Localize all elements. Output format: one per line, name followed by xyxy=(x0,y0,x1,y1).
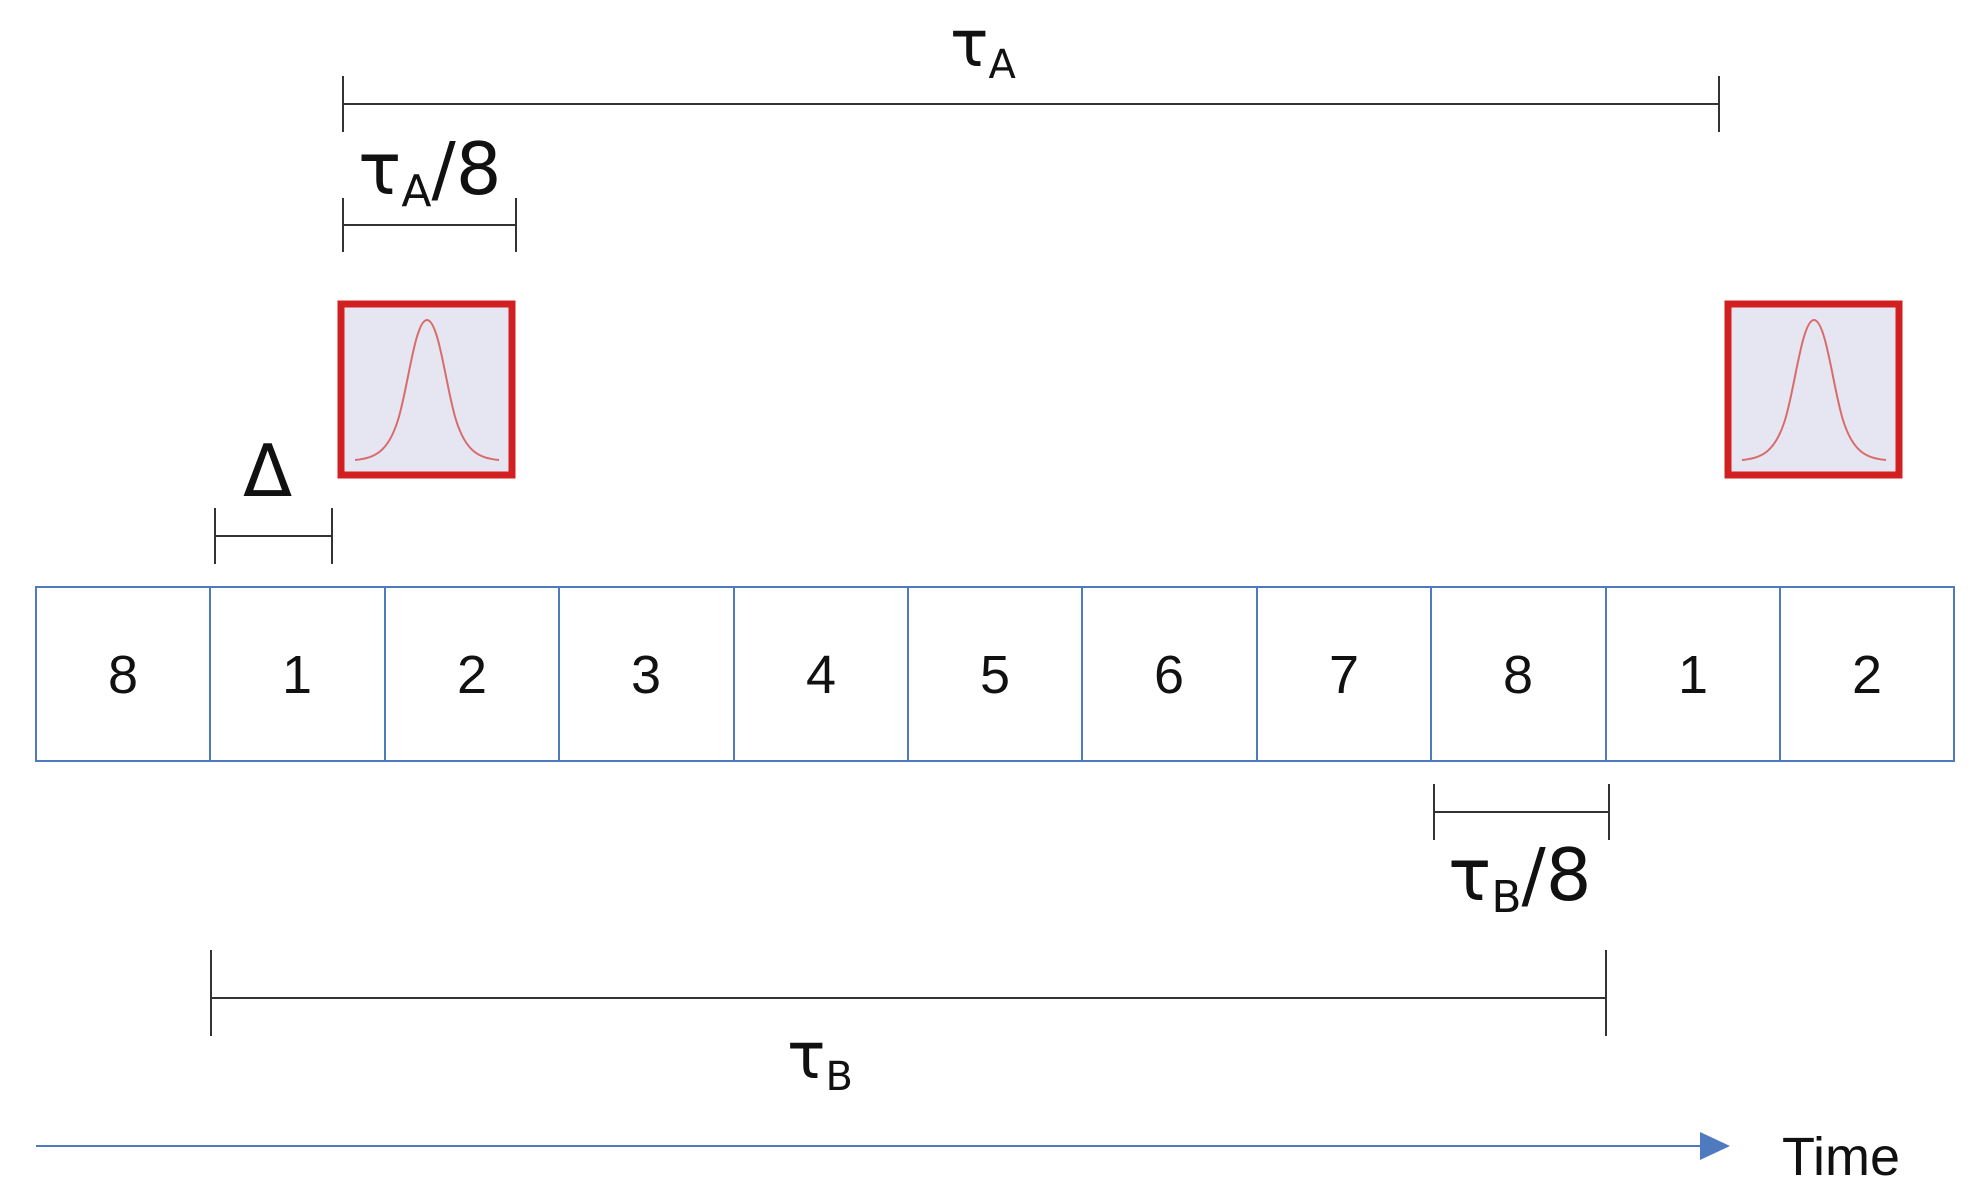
tau-a-div-label: τA/8 xyxy=(358,127,502,217)
slot-label: 2 xyxy=(1852,645,1882,705)
slot-label: 2 xyxy=(457,645,487,705)
slot-label: 8 xyxy=(1503,645,1533,705)
gaussian-pulse-icon xyxy=(354,318,500,461)
time-label: Time xyxy=(1782,1127,1900,1187)
tau-a-bracket xyxy=(342,76,1720,132)
slot-label: 6 xyxy=(1154,645,1184,705)
tau-a-label: τA xyxy=(950,8,1017,88)
slot-label: 5 xyxy=(980,645,1010,705)
slot-label: 1 xyxy=(1678,645,1708,705)
slot-row: 8 1 2 3 4 5 6 7 8 1 2 xyxy=(35,586,1955,762)
arrow-head-icon xyxy=(1700,1132,1730,1160)
slot-label: 3 xyxy=(631,645,661,705)
tau-b-div-bracket xyxy=(1433,784,1610,840)
tau-b-label: τB xyxy=(787,1020,853,1100)
delta-bracket xyxy=(214,508,333,564)
delta-label: Δ xyxy=(243,429,292,513)
slot-label: 1 xyxy=(282,645,312,705)
pulse-box-1 xyxy=(337,300,516,479)
slot-label: 8 xyxy=(108,645,138,705)
tau-a-div-bracket xyxy=(342,198,517,252)
tau-b-div-label: τB/8 xyxy=(1448,833,1592,923)
pulse-box-2 xyxy=(1724,300,1903,479)
slot-label: 7 xyxy=(1329,645,1359,705)
gaussian-pulse-icon xyxy=(1741,318,1887,461)
slot-label: 4 xyxy=(806,645,836,705)
time-arrow xyxy=(36,1132,1730,1160)
tau-b-bracket xyxy=(210,950,1607,1036)
